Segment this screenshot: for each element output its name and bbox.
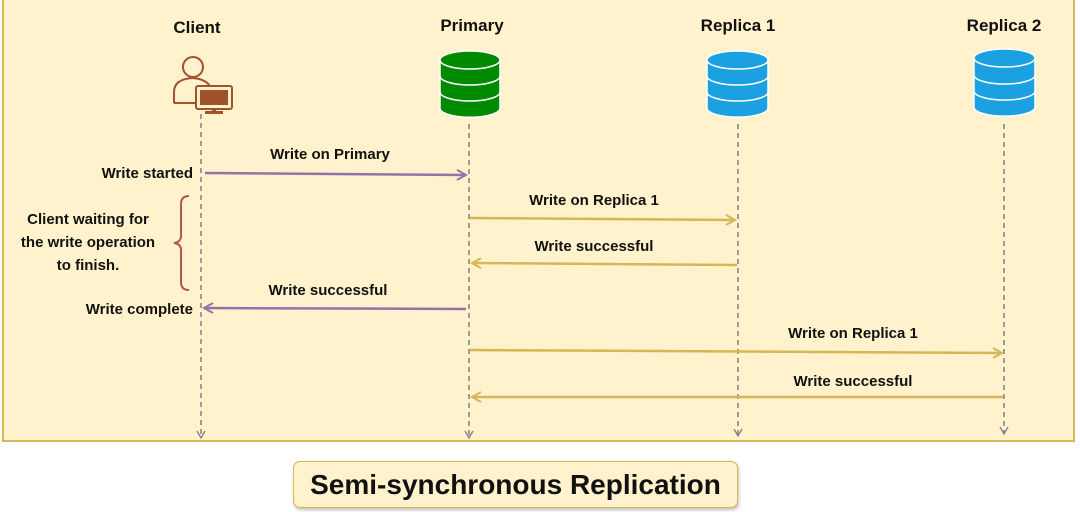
actor-label-replica1: Replica 1 — [700, 16, 776, 35]
note-line: Client waiting for — [27, 211, 149, 228]
user-computer-icon — [173, 56, 233, 114]
note-line: to finish. — [56, 257, 120, 274]
actor-label-client: Client — [173, 18, 221, 37]
message-label-replica2-success: Write successful — [793, 373, 913, 390]
waiting-brace — [173, 195, 190, 291]
replica2-database-icon — [973, 48, 1036, 117]
message-label-write-on-primary: Write on Primary — [270, 146, 390, 163]
message-label-replica1-success: Write successful — [534, 238, 654, 255]
note-line: the write operation — [20, 234, 156, 251]
message-arrow-client-success — [204, 308, 467, 309]
message-arrow-write-on-primary — [204, 173, 466, 175]
message-arrow-write-on-replica1 — [469, 218, 735, 220]
diagram-title: Semi-synchronous Replication — [293, 461, 738, 508]
message-label-write-on-replica2: Write on Replica 1 — [788, 325, 918, 342]
actor-label-primary: Primary — [440, 16, 504, 35]
message-arrow-write-on-replica2 — [469, 350, 1002, 353]
write-complete-label: Write complete — [85, 301, 193, 318]
client-waiting-note: Client waiting for the write operation t… — [6, 208, 170, 277]
message-label-client-success: Write successful — [268, 282, 388, 299]
write-started-label: Write started — [101, 165, 193, 182]
message-arrow-replica1-success — [472, 263, 738, 265]
primary-database-icon — [439, 50, 501, 119]
message-label-write-on-replica1: Write on Replica 1 — [529, 192, 659, 209]
actor-label-replica2: Replica 2 — [966, 16, 1042, 35]
replica1-database-icon — [706, 50, 769, 118]
